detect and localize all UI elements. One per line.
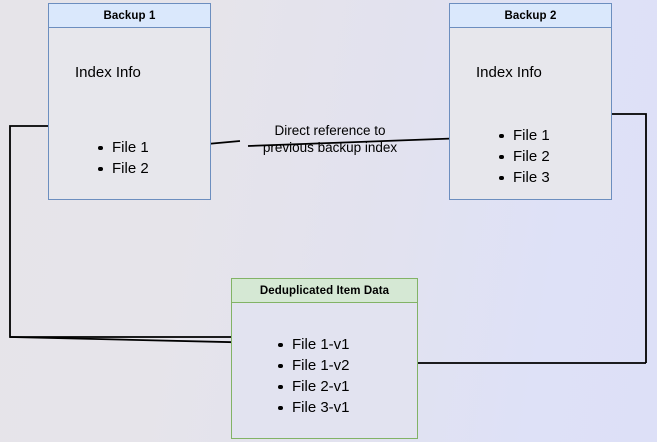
list-item: File 3 xyxy=(497,167,550,188)
node-dedup-title: Deduplicated Item Data xyxy=(232,279,417,303)
list-item: File 1 xyxy=(497,125,550,146)
list-item: File 2 xyxy=(96,158,149,179)
list-item: File 2-v1 xyxy=(276,376,350,397)
node-backup-1[interactable]: Backup 1 Index Info File 1 File 2 xyxy=(48,3,211,200)
edge-label-direct-reference: Direct reference to previous backup inde… xyxy=(262,123,398,155)
list-item: File 1-v1 xyxy=(276,334,350,355)
list-item: File 2 xyxy=(497,146,550,167)
backup-2-file-list: File 1 File 2 File 3 xyxy=(497,125,550,188)
node-backup-2-body: Index Info File 1 File 2 File 3 xyxy=(450,28,611,199)
node-backup-1-body: Index Info File 1 File 2 xyxy=(49,28,210,199)
backup-1-file-list: File 1 File 2 xyxy=(96,137,149,179)
list-item: File 1-v2 xyxy=(276,355,350,376)
dedup-file-list: File 1-v1 File 1-v2 File 2-v1 File 3-v1 xyxy=(276,334,350,418)
list-item: File 3-v1 xyxy=(276,397,350,418)
node-backup-1-title: Backup 1 xyxy=(49,4,210,28)
node-dedup-body: File 1-v1 File 1-v2 File 2-v1 File 3-v1 xyxy=(232,303,417,438)
backup-1-index-info-label: Index Info xyxy=(75,64,141,81)
backup-2-index-info-label: Index Info xyxy=(476,64,542,81)
node-backup-2-title: Backup 2 xyxy=(450,4,611,28)
list-item: File 1 xyxy=(96,137,149,158)
node-deduplicated-item-data[interactable]: Deduplicated Item Data File 1-v1 File 1-… xyxy=(231,278,418,439)
node-backup-2[interactable]: Backup 2 Index Info File 1 File 2 File 3 xyxy=(449,3,612,200)
